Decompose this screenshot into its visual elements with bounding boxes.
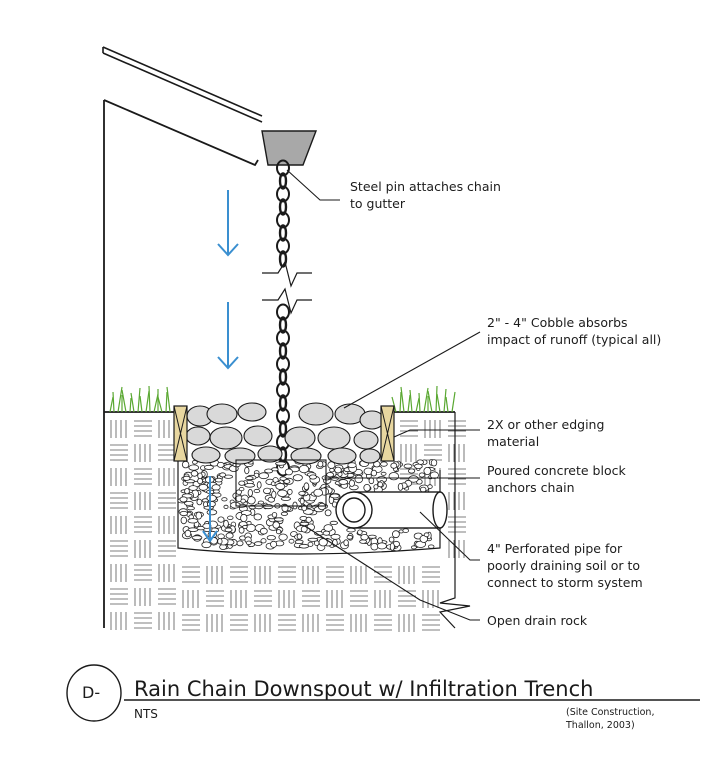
detail-bubble: [66, 664, 122, 722]
trench-outline: [177, 412, 471, 629]
chain-link: [278, 198, 288, 216]
chain-link: [278, 342, 288, 360]
chain-link: [276, 303, 290, 321]
drawing-title: Rain Chain Downspout w/ Infiltration Tre…: [134, 677, 594, 701]
label-concrete-block: Poured concrete block anchors chain: [487, 463, 626, 495]
chain-link: [278, 394, 288, 412]
edging-boards: [173, 405, 395, 462]
infiltration-arrow: [202, 476, 218, 543]
leader-lines: [286, 169, 481, 621]
break-lines: [262, 260, 312, 315]
scale-note: NTS: [134, 707, 158, 721]
chain-link: [276, 355, 290, 373]
chain-link: [278, 420, 288, 438]
chain-link: [278, 224, 288, 242]
gutter: [261, 130, 318, 166]
grass: [109, 385, 456, 413]
label-drain-rock: Open drain rock: [487, 613, 588, 628]
chain-link: [276, 211, 290, 229]
rain-chain: [276, 159, 290, 477]
water-arrow: [217, 190, 239, 257]
chain-link: [278, 172, 288, 190]
label-cobble: 2" - 4" Cobble absorbs impact of runoff …: [487, 315, 662, 347]
roof: [102, 46, 263, 123]
chain-link: [276, 185, 290, 203]
chain-link: [278, 368, 288, 386]
detail-code: D-: [82, 683, 101, 702]
title-block: [66, 664, 700, 722]
drain-rock: [177, 458, 439, 552]
label-steel-pin: Steel pin attaches chain to gutter: [350, 179, 501, 211]
chain-link: [276, 237, 290, 255]
chain-link: [278, 316, 288, 334]
label-perforated-pipe: 4" Perforated pipe for poorly draining s…: [487, 541, 643, 590]
cobbles: [185, 402, 385, 465]
chain-link: [276, 329, 290, 347]
concrete-block: [235, 459, 327, 507]
soil-hatch: [110, 420, 466, 632]
chain-link: [276, 407, 290, 425]
water-arrows: [217, 190, 239, 370]
citation: (Site Construction, Thallon, 2003): [566, 707, 655, 731]
chain-link: [276, 159, 290, 177]
label-edging: 2X or other edging material: [487, 417, 605, 449]
chain-link: [276, 381, 290, 399]
water-arrow: [217, 302, 239, 370]
chain-link: [278, 250, 288, 268]
perforated-pipe: [335, 491, 448, 529]
building-wall: [103, 99, 259, 628]
